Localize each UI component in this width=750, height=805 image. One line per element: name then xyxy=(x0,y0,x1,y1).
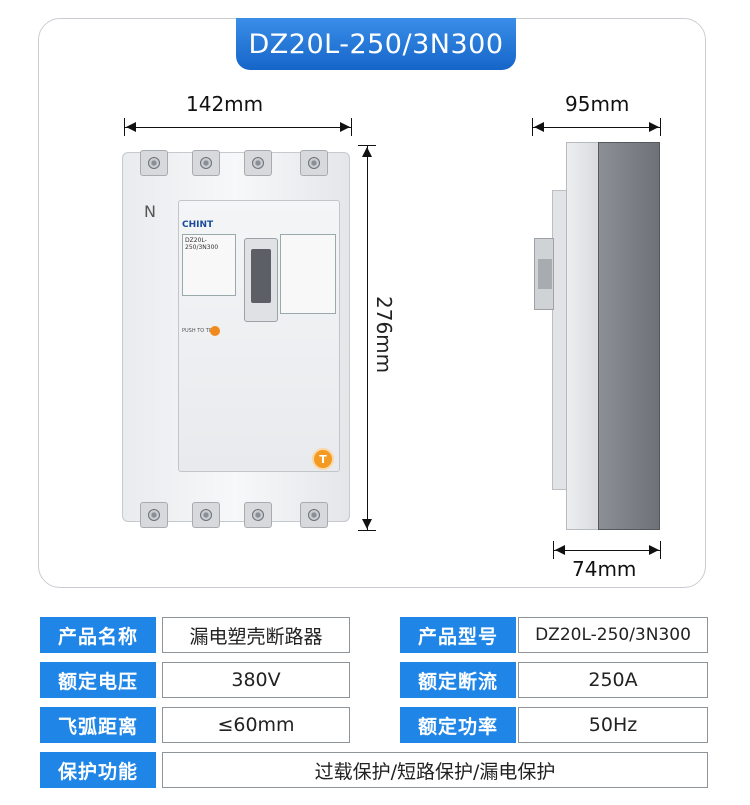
top-terminal-4 xyxy=(300,150,328,176)
front-width-tick-left xyxy=(124,118,125,136)
spec-key-rated-voltage: 额定电压 xyxy=(40,662,156,698)
bottom-terminal-3 xyxy=(244,502,272,528)
bottom-terminal-1 xyxy=(140,502,168,528)
top-terminal-1 xyxy=(140,150,168,176)
side-depth-bottom-tick-left xyxy=(553,541,554,559)
neutral-mark: N xyxy=(144,202,156,221)
front-width-arrow-right xyxy=(340,122,350,132)
spec-value-product-name: 漏电塑壳断路器 xyxy=(162,617,350,653)
spec-key-product-name: 产品名称 xyxy=(40,617,156,653)
side-depth-top-tick-right xyxy=(660,118,661,136)
screw-icon xyxy=(200,157,212,169)
side-depth-top-label: 95mm xyxy=(565,92,630,116)
brand-logo: CHINT xyxy=(182,220,214,230)
push-to-trip-button xyxy=(210,326,220,336)
model-title-badge: DZ20L-250/3N300 xyxy=(236,18,516,70)
spec-key-product-model: 产品型号 xyxy=(400,617,516,653)
spec-key-protection: 保护功能 xyxy=(40,752,156,788)
rating-plate-left: DZ20L-250/3N300 xyxy=(182,234,236,296)
side-depth-bottom-line xyxy=(554,550,660,551)
screw-icon xyxy=(252,157,264,169)
side-depth-top-line xyxy=(533,127,660,128)
spec-key-arc-distance: 飞弧距离 xyxy=(40,707,156,743)
front-height-tick-top xyxy=(358,145,376,146)
spec-value-rated-breaking: 250A xyxy=(518,662,708,698)
top-terminal-3 xyxy=(244,150,272,176)
test-button: T xyxy=(312,448,334,470)
side-depth-top-arrow-right xyxy=(649,122,659,132)
spec-value-product-model: DZ20L-250/3N300 xyxy=(518,617,708,653)
front-height-label: 276mm xyxy=(372,296,396,374)
top-terminal-2 xyxy=(192,150,220,176)
front-height-arrow-down xyxy=(362,519,372,529)
screw-icon xyxy=(148,157,160,169)
bottom-terminal-2 xyxy=(192,502,220,528)
side-depth-bottom-label: 74mm xyxy=(572,557,637,581)
screw-icon xyxy=(148,509,160,521)
breaker-front-view: N CHINT DZ20L-250/3N300 PUSH TO TRIP T xyxy=(120,142,352,532)
front-width-arrow-left xyxy=(126,122,136,132)
side-depth-bottom-arrow-right xyxy=(649,545,659,555)
side-depth-bottom-tick-right xyxy=(660,541,661,559)
front-height-line xyxy=(367,146,368,530)
side-depth-bottom-arrow-left xyxy=(555,545,565,555)
side-view-handle-grip xyxy=(538,259,552,289)
side-view-base xyxy=(552,190,567,490)
spec-value-protection: 过载保护/短路保护/漏电保护 xyxy=(162,752,708,788)
push-to-trip-label: PUSH TO TRIP xyxy=(182,328,217,334)
spec-value-rated-power: 50Hz xyxy=(518,707,708,743)
handle-housing xyxy=(244,238,278,322)
spec-key-rated-power: 额定功率 xyxy=(400,707,516,743)
screw-icon xyxy=(308,157,320,169)
screw-icon xyxy=(308,509,320,521)
front-width-line xyxy=(125,127,351,128)
operating-handle xyxy=(251,249,271,303)
screw-icon xyxy=(252,509,264,521)
plate-model-text: DZ20L-250/3N300 xyxy=(185,237,219,251)
front-width-label: 142mm xyxy=(186,92,264,116)
side-view-handle xyxy=(534,238,554,310)
screw-icon xyxy=(200,509,212,521)
bottom-terminal-4 xyxy=(300,502,328,528)
rating-plate-right xyxy=(280,234,336,314)
front-height-tick-bottom xyxy=(358,530,376,531)
side-depth-top-tick-left xyxy=(532,118,533,136)
spec-key-rated-breaking: 额定断流 xyxy=(400,662,516,698)
side-view-front-section xyxy=(566,142,599,530)
side-view-rear-section xyxy=(598,142,660,530)
spec-value-arc-distance: ≤60mm xyxy=(162,707,350,743)
front-height-arrow-up xyxy=(362,147,372,157)
front-width-tick-right xyxy=(351,118,352,136)
side-depth-top-arrow-left xyxy=(534,122,544,132)
spec-value-rated-voltage: 380V xyxy=(162,662,350,698)
